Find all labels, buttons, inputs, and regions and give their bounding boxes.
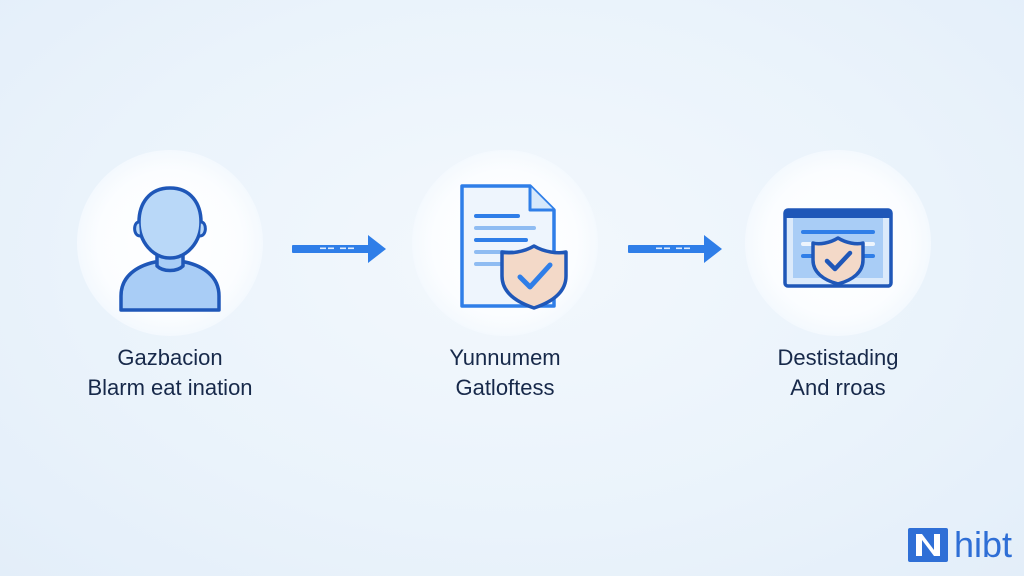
step-2: Yunnumem Gatloftess	[385, 0, 625, 576]
brand-logo: hibt	[907, 524, 1012, 565]
brand-name: hibt	[953, 524, 1012, 565]
arrow-right-icon	[292, 235, 386, 263]
flow-arrow-1	[290, 232, 390, 266]
flow-arrow-2	[626, 232, 726, 266]
arrow-right-icon	[628, 235, 722, 263]
step-3: Destistading And rroas	[718, 0, 958, 576]
step-1: Gazbacion Blarm eat ination	[50, 0, 290, 576]
step-1-subtitle: Blarm eat ination	[87, 375, 253, 400]
step-1-title: Gazbacion	[117, 345, 223, 370]
step-1-halo	[77, 150, 263, 336]
document-shield-icon	[460, 184, 568, 310]
user-silhouette-icon	[119, 186, 221, 312]
step-2-subtitle: Gatloftess	[455, 375, 555, 400]
hibt-logo-icon	[907, 528, 948, 562]
step-3-subtitle: And rroas	[790, 375, 886, 400]
step-2-title: Yunnumem	[449, 345, 561, 370]
step-3-halo	[745, 150, 931, 336]
step-2-halo	[412, 150, 598, 336]
step-3-title: Destistading	[777, 345, 899, 370]
screen-shield-icon	[783, 208, 893, 288]
